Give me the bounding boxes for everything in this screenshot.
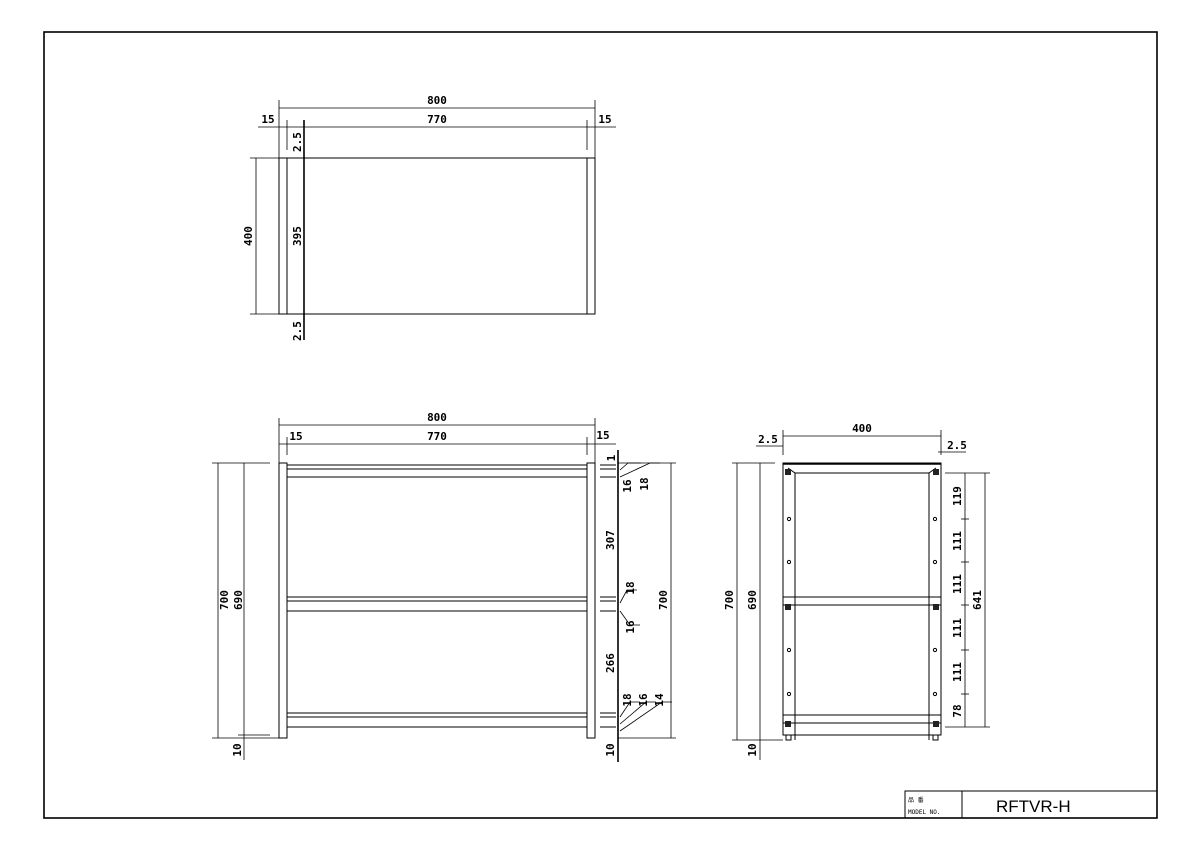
model-label-jp: 品 番 — [908, 797, 924, 804]
front-top-b: 18 — [638, 477, 651, 490]
front-post-height: 690 — [232, 590, 245, 610]
front-lower-space: 266 — [604, 653, 617, 673]
front-side-right: 15 — [596, 429, 609, 442]
top-view: 800 770 15 15 400 395 2.5 2.5 — [242, 94, 616, 341]
side-pitch-3: 111 — [951, 574, 964, 594]
front-side-left: 15 — [289, 430, 302, 443]
front-height: 700 — [218, 590, 231, 610]
front-bot-a: 18 — [621, 693, 634, 706]
side-view: 400 2.5 2.5 700 690 10 119 111 111 111 1… — [723, 422, 990, 760]
side-pitch-2: 111 — [951, 531, 964, 551]
side-offset-right: 2.5 — [947, 439, 967, 452]
top-overall-width: 800 — [427, 94, 447, 107]
front-top-gap: 1 — [605, 454, 618, 461]
side-pitch-5: 111 — [951, 662, 964, 682]
model-number: RFTVR-H — [996, 797, 1071, 816]
front-view: 800 770 15 15 700 690 10 1 16 18 307 18 … — [212, 411, 676, 762]
side-post-height: 690 — [746, 590, 759, 610]
top-side-right: 15 — [598, 113, 611, 126]
front-top-a: 16 — [621, 479, 634, 493]
front-right-overall: 700 — [657, 590, 670, 610]
top-side-left: 15 — [261, 113, 274, 126]
side-foot: 10 — [746, 743, 759, 756]
front-mid-b: 16 — [624, 620, 637, 634]
title-block: 品 番 MODEL NO. RFTVR-H — [904, 790, 1157, 818]
side-pitch-4: 111 — [951, 618, 964, 638]
side-pitch-total: 641 — [971, 590, 984, 610]
front-right-foot: 10 — [604, 743, 617, 756]
side-depth: 400 — [852, 422, 872, 435]
top-inner-depth: 395 — [291, 226, 304, 246]
front-bot-b: 16 — [637, 693, 650, 707]
drawing-border — [43, 31, 1158, 819]
side-offset-left: 2.5 — [758, 433, 778, 446]
model-label-en: MODEL NO. — [908, 809, 941, 816]
side-pitch-6: 78 — [951, 704, 964, 717]
top-offset-bottom: 2.5 — [291, 321, 304, 341]
front-bot-c: 14 — [653, 693, 666, 707]
top-offset-top: 2.5 — [291, 132, 304, 152]
front-inner-width: 770 — [427, 430, 447, 443]
front-overall-width: 800 — [427, 411, 447, 424]
side-pitch-1: 119 — [951, 486, 964, 506]
side-height: 700 — [723, 590, 736, 610]
front-mid-a: 18 — [624, 581, 637, 594]
top-depth: 400 — [242, 226, 255, 246]
front-upper-space: 307 — [604, 530, 617, 550]
top-inner-width: 770 — [427, 113, 447, 126]
front-foot: 10 — [231, 743, 244, 756]
